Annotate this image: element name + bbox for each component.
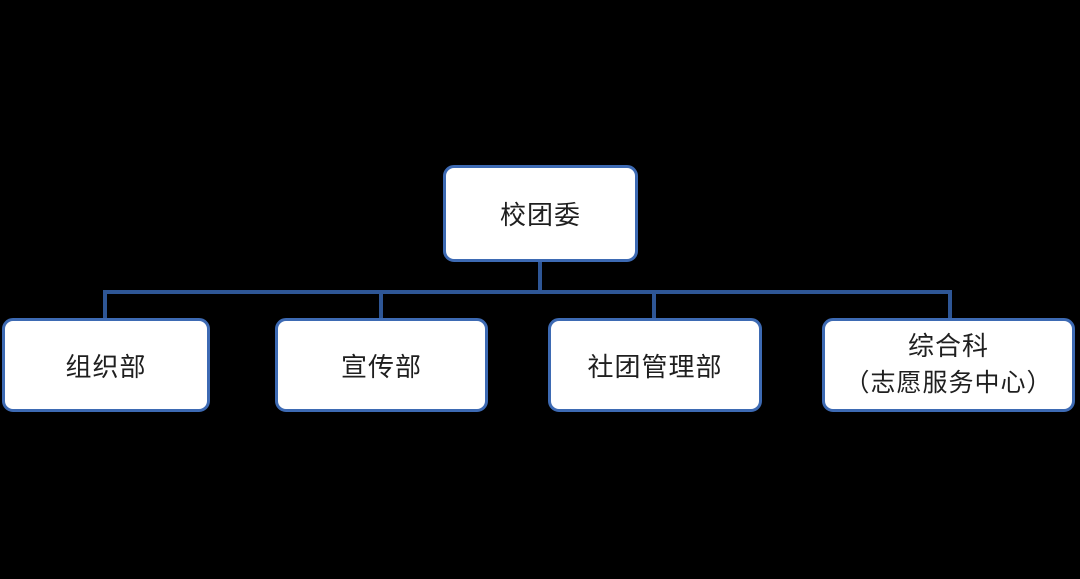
connector-stub-organization: [103, 292, 107, 319]
org-node-organization-dept: 组织部: [2, 318, 210, 412]
org-node-club-management-dept: 社团管理部: [548, 318, 762, 412]
org-node-root: 校团委: [443, 165, 638, 262]
org-node-general-affairs-section: 综合科 （志愿服务中心）: [822, 318, 1075, 412]
connector-root-stub: [538, 262, 542, 292]
connector-stub-club-management: [652, 292, 656, 319]
org-node-publicity-dept: 宣传部: [275, 318, 488, 412]
org-node-publicity-dept-label: 宣传部: [340, 351, 422, 382]
connector-stub-general-affairs: [948, 292, 952, 319]
org-node-club-management-dept-label: 社团管理部: [587, 351, 723, 382]
org-node-organization-dept-label: 组织部: [65, 351, 147, 382]
connector-horizontal-bus: [103, 290, 952, 294]
org-node-root-label: 校团委: [499, 200, 581, 230]
org-node-general-affairs-sublabel: （志愿服务中心）: [844, 369, 1053, 397]
org-node-general-affairs-label: 综合科: [907, 331, 989, 361]
connector-stub-publicity: [379, 292, 383, 319]
